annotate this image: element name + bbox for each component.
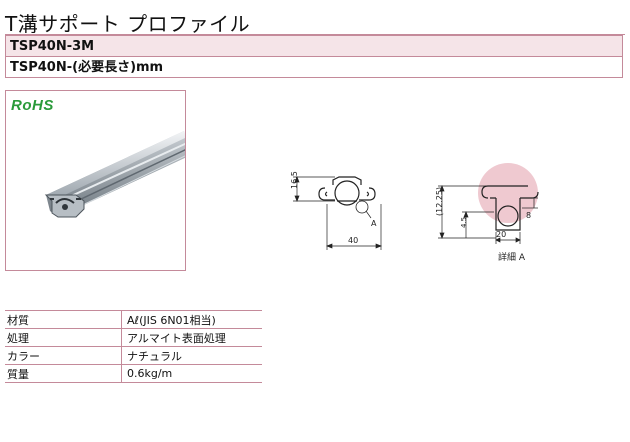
product-photo-frame: RoHS: [5, 90, 186, 271]
spec-row: 処理 アルマイト表面処理: [5, 328, 262, 347]
width-dimension: 40: [348, 236, 358, 245]
profile-rail-illustration: [44, 131, 185, 218]
gap-dimension: 8: [526, 211, 531, 220]
spec-label: 質量: [5, 364, 122, 383]
spec-row: カラー ナチュラル: [5, 346, 262, 365]
spec-value: Aℓ(JIS 6N01相当): [121, 310, 262, 329]
model-number-band: TSP40N-3M: [5, 35, 623, 57]
title-underline: [5, 34, 625, 35]
model-custom-length-band: TSP40N-(必要長さ)mm: [5, 57, 623, 78]
cross-section-drawing: A 16.5 40: [290, 171, 382, 250]
spec-row: 質量 0.6kg/m: [5, 364, 262, 383]
spec-row: 材質 Aℓ(JIS 6N01相当): [5, 310, 262, 329]
spec-value: アルマイト表面処理: [121, 328, 262, 347]
spec-value: ナチュラル: [121, 346, 262, 365]
page-title: T溝サポート プロファイル: [5, 12, 251, 36]
spec-table: 材質 Aℓ(JIS 6N01相当) 処理 アルマイト表面処理 カラー ナチュラル…: [5, 310, 262, 383]
detail-a-marker: A: [371, 219, 377, 228]
inner-dimension: 4.5: [460, 217, 468, 228]
rohs-badge: RoHS: [11, 97, 54, 114]
spec-label: カラー: [5, 346, 122, 365]
spec-value: 0.6kg/m: [121, 364, 262, 383]
slot-width-dimension: 20: [496, 230, 506, 239]
detail-caption: 詳細 A: [498, 251, 526, 263]
spec-label: 材質: [5, 310, 122, 329]
total-height-dimension: (12.25): [435, 187, 444, 216]
spec-label: 処理: [5, 328, 122, 347]
height-dimension: 16.5: [290, 171, 299, 189]
detail-a-drawing: (12.25) 4.5 20 8 詳細 A: [435, 163, 539, 263]
